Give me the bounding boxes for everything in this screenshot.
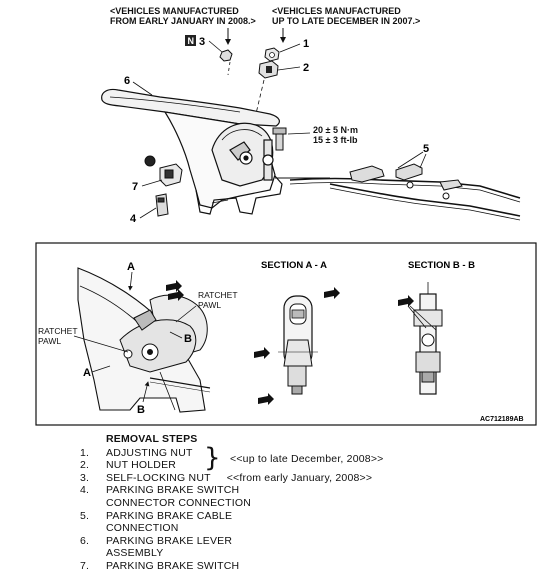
removal-step: 3. SELF-LOCKING NUT <<from early January, … [80, 472, 550, 485]
leader-3 [208, 40, 223, 53]
removal-step-text: ASSEMBLY [106, 547, 164, 560]
removal-step-number: 3. [80, 471, 90, 484]
removal-step-number: 5. [80, 509, 90, 522]
label-a-bottom: A [83, 367, 91, 379]
removal-steps-list: 1. ADJUSTING NUT 2. NUT HOLDER 3. SELF-LOCKIN… [80, 447, 550, 573]
release-clip-arrows-left [166, 280, 184, 301]
removal-step-text: SELF-LOCKING NUT [106, 471, 211, 484]
label-b-bottom: B [137, 404, 145, 416]
removal-step-number: 1. [80, 446, 90, 459]
svg-text:PAWL: PAWL [198, 300, 221, 310]
svg-text:20 ± 5 N·m: 20 ± 5 N·m [313, 125, 358, 135]
label-b-right: B [184, 333, 192, 345]
removal-step-text: PARKING BRAKE CABLE [106, 509, 233, 522]
removal-step-text: CONNECTOR CONNECTION [106, 496, 251, 509]
release-clip-arrows-a [254, 287, 340, 405]
section-a-view [278, 295, 318, 395]
ratchet-pawl-label-left: RATCHET PAWL [38, 326, 78, 346]
detail-frame [35, 242, 537, 426]
leader-5b [419, 153, 427, 169]
svg-text:RATCHET: RATCHET [198, 290, 238, 300]
leader-1 [279, 43, 301, 53]
callout-3: 3 [199, 36, 205, 48]
removal-step-number: 7. [80, 559, 90, 572]
leader-6 [132, 81, 153, 96]
label-a-top: A [127, 261, 135, 273]
adjusting-nut-part [264, 47, 280, 62]
n-badge: N [185, 35, 196, 46]
removal-step-text: PARKING BRAKE SWITCH [106, 559, 240, 572]
callout-7: 7 [132, 181, 138, 193]
svg-text:RATCHET: RATCHET [38, 326, 78, 336]
svg-text:PAWL: PAWL [38, 336, 61, 346]
leader-2 [277, 66, 301, 71]
removal-step-note: <<from early January, 2008>> [226, 471, 373, 484]
removal-step-number: 2. [80, 459, 90, 472]
note-early-vehicles: <VEHICLES MANUFACTURED FROM EARLY JANUAR… [110, 6, 256, 26]
svg-text:15 ± 3 ft-lb: 15 ± 3 ft-lb [313, 135, 358, 145]
removal-step-text: CONNECTION [106, 522, 179, 535]
group-note-up-to-late-december: <<up to late December, 2008>> [230, 453, 384, 465]
removal-step-text: PARKING BRAKE SWITCH [106, 484, 240, 497]
section-b-title: SECTION B - B [408, 260, 475, 271]
callout-4: 4 [130, 213, 137, 225]
parking-brake-lever-assembly [101, 88, 330, 215]
callout-1: 1 [303, 38, 309, 50]
lever-bolt-part [272, 127, 287, 151]
removal-step-text: ADJUSTING NUT [106, 446, 193, 459]
note-early-line1: <VEHICLES MANUFACTURED [110, 6, 239, 16]
removal-step: ASSEMBLY [80, 547, 550, 560]
parking-brake-cables [289, 163, 521, 221]
removal-step: 5. PARKING BRAKE CABLE [80, 510, 550, 523]
removal-step-number: 4. [80, 484, 90, 497]
removal-step-text: PARKING BRAKE LEVER [106, 534, 233, 547]
section-a-title: SECTION A - A [261, 260, 327, 271]
removal-step: 2. NUT HOLDER [80, 459, 550, 472]
note-late-line1: <VEHICLES MANUFACTURED [272, 6, 401, 16]
svg-text:N: N [188, 36, 195, 46]
callout-6: 6 [124, 75, 130, 87]
self-locking-nut-part [219, 49, 233, 62]
removal-step-text: NUT HOLDER [106, 459, 177, 472]
ratchet-pawl-label-right: RATCHET PAWL [198, 290, 238, 310]
removal-steps: REMOVAL STEPS 1. ADJUSTING NUT 2. NUT HOLDE… [80, 433, 550, 573]
removal-step: 1. ADJUSTING NUT [80, 447, 550, 460]
release-clip-arrows-b [398, 295, 414, 307]
note-late-line2: UP TO LATE DECEMBER IN 2007.> [272, 16, 420, 26]
removal-step: 6. PARKING BRAKE LEVER [80, 535, 550, 548]
switch-connector-part [155, 193, 169, 217]
removal-step: CONNECTOR CONNECTION [80, 497, 550, 510]
leader-7 [141, 179, 163, 187]
figure-code: AC712189AB [480, 416, 524, 423]
removal-step: 4. PARKING BRAKE SWITCH [80, 484, 550, 497]
parking-brake-switch-part [144, 155, 183, 187]
torque-leader [287, 132, 311, 135]
leader-4 [139, 207, 157, 219]
nut-holder-part [258, 60, 279, 79]
note-early-line2: FROM EARLY JANUARY IN 2008.> [110, 16, 256, 26]
lever-closeup-view [77, 267, 211, 413]
section-b-view [413, 282, 443, 395]
torque-spec: 20 ± 5 N·m 15 ± 3 ft-lb [313, 125, 358, 145]
removal-step: 7. PARKING BRAKE SWITCH [80, 560, 550, 573]
removal-step-number: 6. [80, 534, 90, 547]
callout-5: 5 [423, 143, 429, 155]
leader-5a [397, 151, 424, 169]
grouping-brace: } [204, 443, 221, 473]
callout-2: 2 [303, 62, 309, 74]
note-late-vehicles: <VEHICLES MANUFACTURED UP TO LATE DECEMB… [272, 6, 420, 26]
removal-step: CONNECTION [80, 522, 550, 535]
removal-steps-heading: REMOVAL STEPS [106, 433, 198, 445]
